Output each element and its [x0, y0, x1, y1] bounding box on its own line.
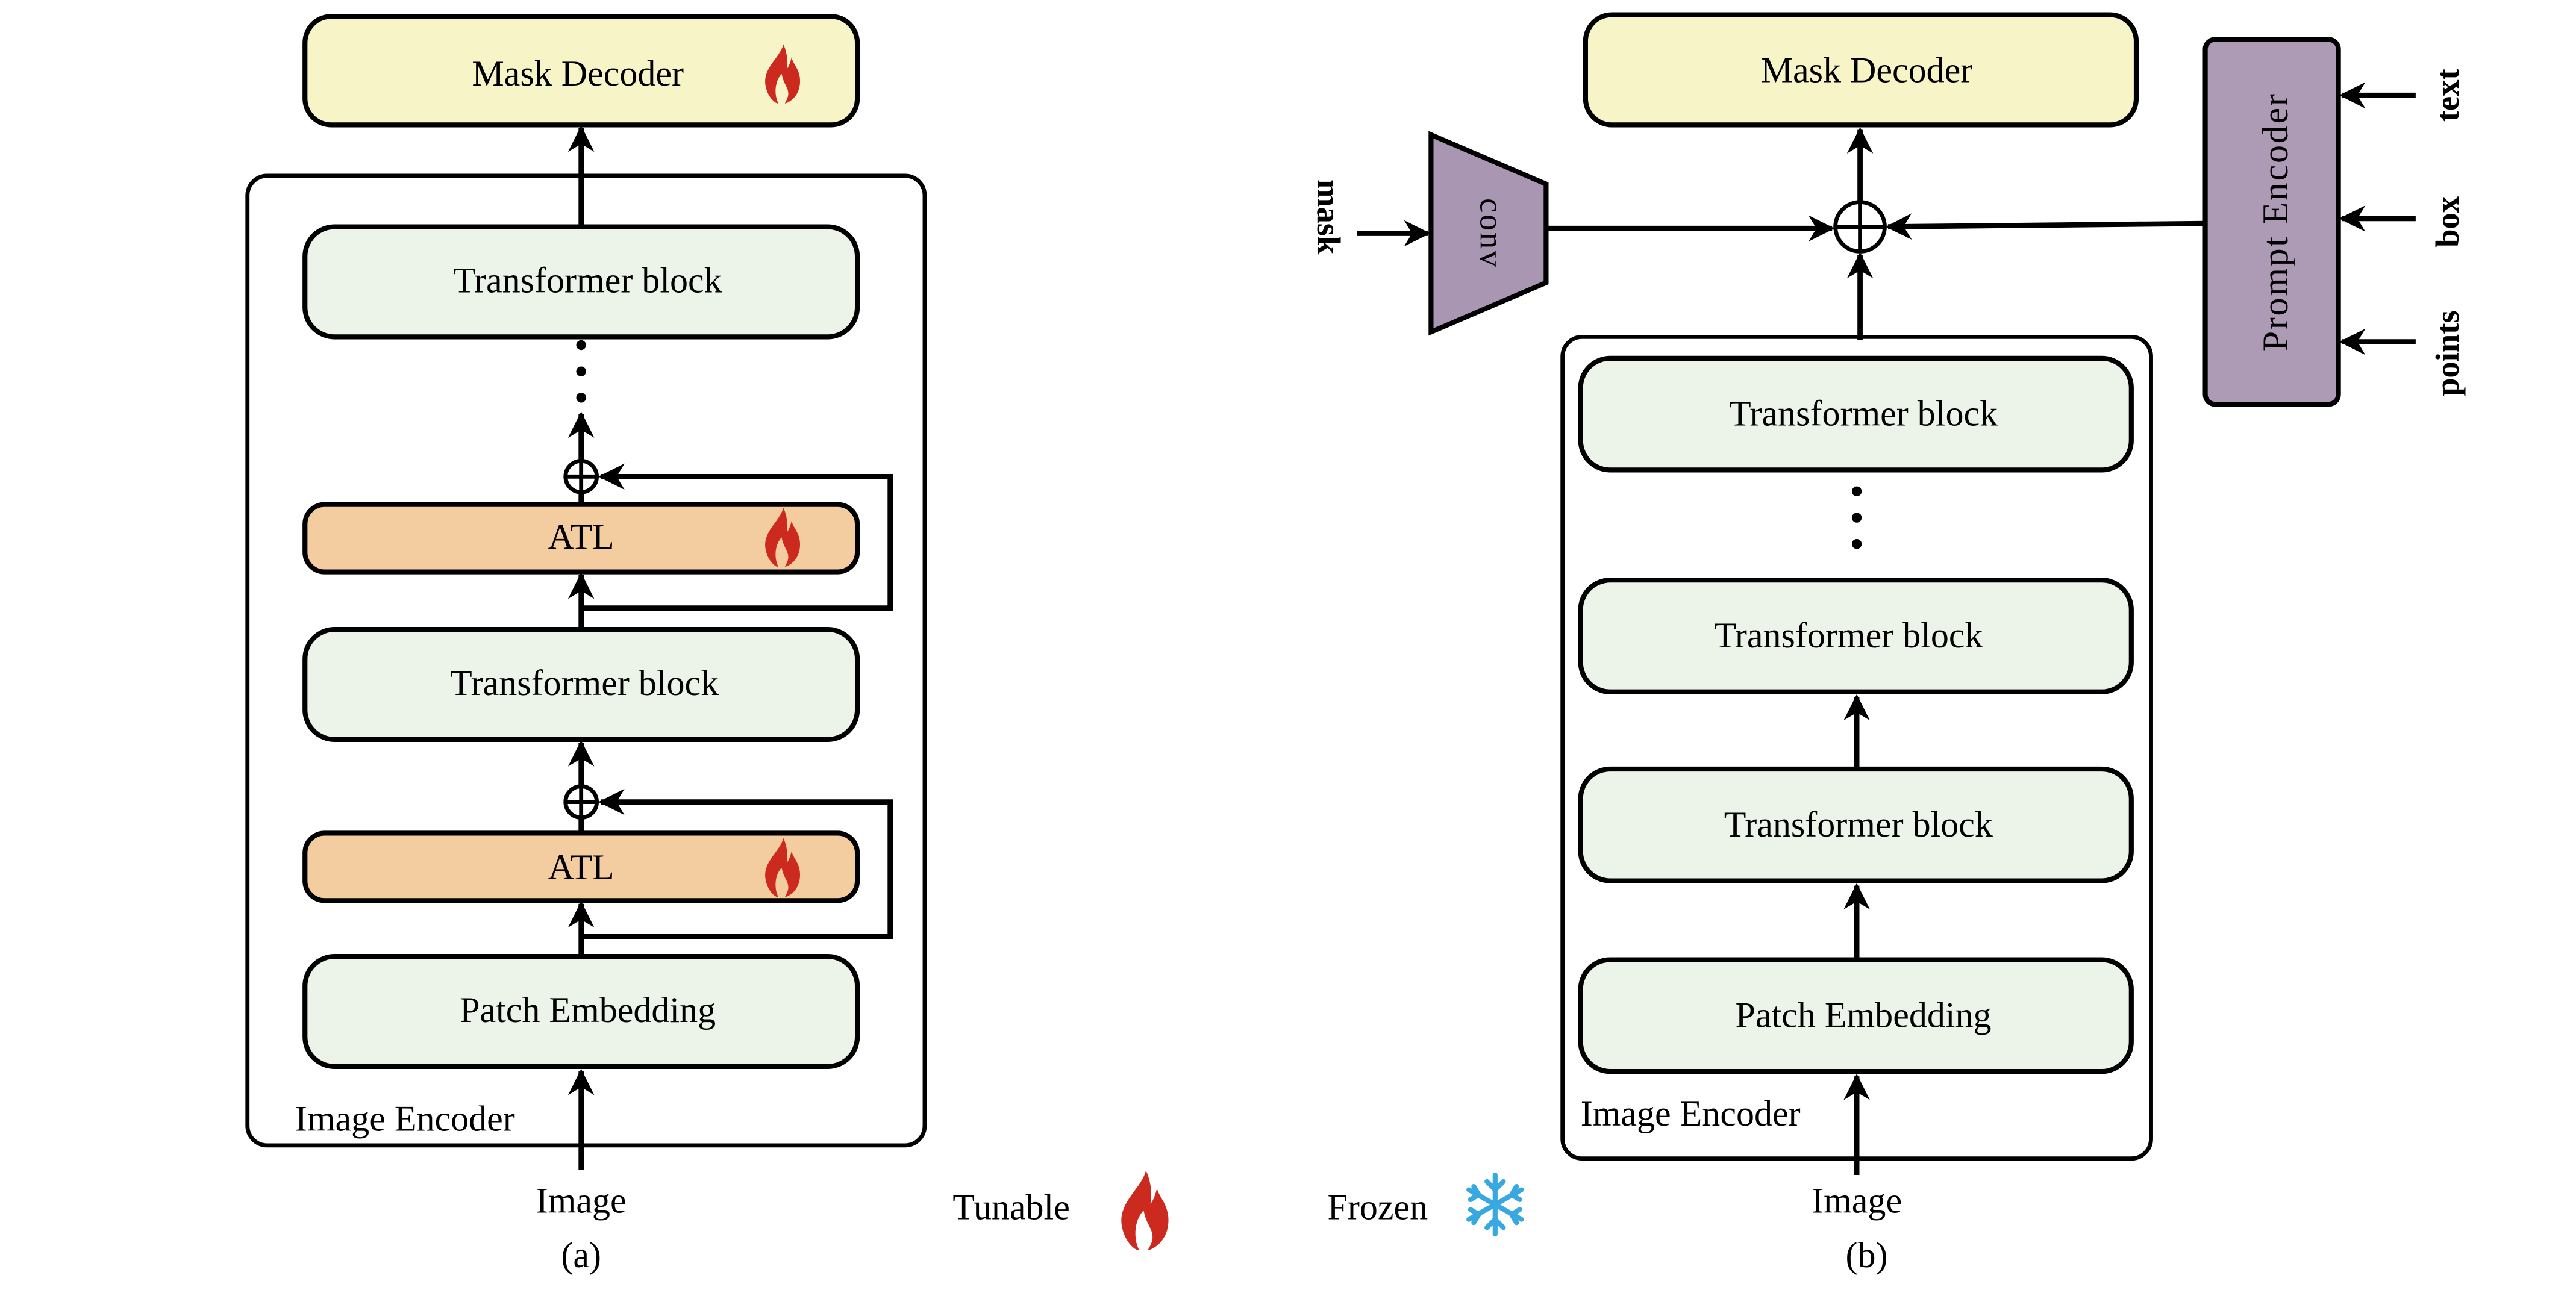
image-encoder-label-b: Image Encoder — [1581, 1094, 1801, 1133]
image-encoder-frame-a — [245, 173, 927, 1148]
mask-decoder-label: Mask Decoder — [1761, 50, 1973, 90]
panel-b: Mask Decoder conv mask Prompt Encoder te… — [1310, 12, 2466, 1275]
image-input-label-a: Image — [536, 1181, 627, 1221]
svg-text:Transformer block: Transformer block — [454, 261, 723, 301]
conv-label: conv — [1473, 198, 1510, 269]
svg-text:Patch Embedding: Patch Embedding — [1736, 995, 1992, 1035]
skip-connection-upper — [581, 463, 893, 611]
prompt-encoder: Prompt Encoder — [2202, 37, 2341, 407]
svg-text:Transformer block: Transformer block — [1724, 805, 1993, 844]
transformer-block-mid-b: Transformer block — [1578, 578, 2134, 694]
patch-embedding-b: Patch Embedding — [1578, 957, 2134, 1074]
ellipsis-dots-a — [576, 340, 586, 403]
svg-text:Transformer block: Transformer block — [1714, 615, 1983, 655]
snowflake-icon — [1466, 1172, 1524, 1237]
legend-tunable-label: Tunable — [952, 1188, 1070, 1227]
prompt-encoder-label: Prompt Encoder — [2256, 92, 2295, 351]
mask-input-label: mask — [1310, 179, 1347, 255]
caption-a: (a) — [561, 1235, 601, 1275]
mask-decoder-label: Mask Decoder — [472, 54, 684, 93]
prompt-input-points: points — [2429, 310, 2466, 396]
patch-embedding-a: Patch Embedding — [302, 953, 860, 1069]
legend: Tunable Frozen — [952, 1170, 1524, 1251]
conv-block: conv — [1428, 131, 1549, 336]
atl-block-lower: ATL — [302, 830, 860, 903]
skip-connection-lower — [581, 788, 893, 939]
add-node-b — [1833, 200, 1887, 254]
svg-text:Transformer block: Transformer block — [1729, 394, 1998, 434]
svg-text:ATL: ATL — [548, 517, 614, 556]
mask-decoder-a: Mask Decoder — [302, 14, 860, 128]
transformer-block-low-b: Transformer block — [1578, 766, 2134, 883]
svg-text:Transformer block: Transformer block — [450, 663, 719, 703]
add-node-upper-a — [563, 458, 599, 494]
transformer-block-top-b: Transformer block — [1578, 355, 2134, 473]
image-encoder-label-a: Image Encoder — [295, 1098, 515, 1138]
caption-b: (b) — [1845, 1235, 1887, 1275]
svg-text:ATL: ATL — [548, 847, 614, 887]
flame-icon — [1121, 1170, 1169, 1251]
transformer-block-mid-a: Transformer block — [302, 626, 860, 742]
ellipsis-dots-b — [1851, 486, 1862, 549]
legend-frozen-label: Frozen — [1327, 1188, 1428, 1227]
image-input-label-b: Image — [1812, 1181, 1902, 1221]
prompt-to-add-arrow — [1885, 213, 2206, 240]
svg-text:Patch Embedding: Patch Embedding — [460, 990, 716, 1030]
add-node-lower-a — [563, 784, 599, 820]
prompt-input-box: box — [2429, 196, 2466, 248]
atl-block-upper: ATL — [302, 502, 860, 575]
mask-decoder-b: Mask Decoder — [1583, 12, 2139, 128]
panel-a: Mask Decoder Image Encoder Transformer b… — [245, 14, 927, 1275]
transformer-block-top-a: Transformer block — [302, 224, 860, 340]
prompt-input-text: text — [2429, 69, 2466, 122]
